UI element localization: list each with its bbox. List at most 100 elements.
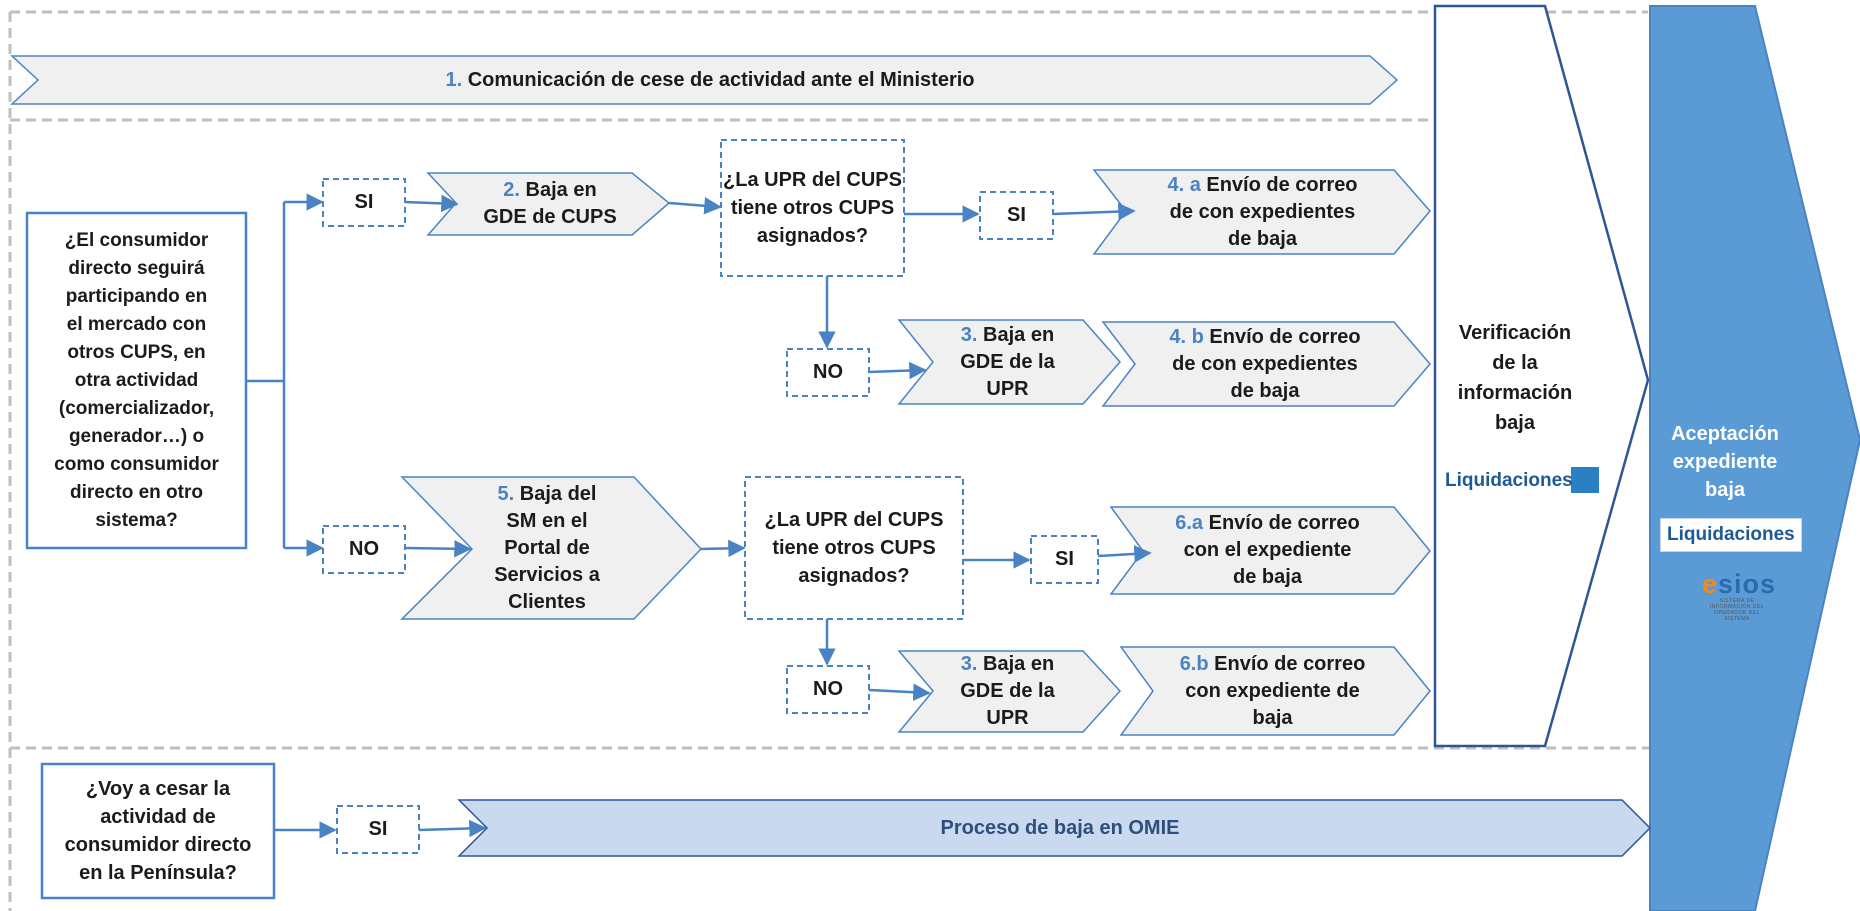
question-main-line: ¿El consumidor (64, 229, 209, 251)
question-cese-line: en la Península? (79, 862, 237, 884)
step3-bottom-shape (897, 650, 1122, 733)
question-main-line: otra actividad (74, 369, 199, 391)
step6a-number: 6.a (1175, 512, 1204, 534)
verification-line: Verificación (1458, 322, 1572, 344)
liquidaciones-logo-text: Liquidaciones (1445, 470, 1573, 491)
question-upr-line: tiene otros CUPS (730, 197, 895, 219)
acceptance-line: expediente (1672, 451, 1778, 473)
step6a-line1: Envío de correo (1208, 512, 1360, 534)
decision-si-4: SI (368, 818, 388, 840)
decision-box-si-3 (1030, 535, 1099, 584)
step6a-label: 6.a Envío de correo con el expediente de b… (1140, 507, 1395, 594)
verification-line: baja (1494, 412, 1535, 434)
step6b-line2: con expediente de (1185, 679, 1360, 702)
top-process-arrow (10, 55, 1399, 105)
step2-number: 2. (503, 179, 520, 201)
step6b-shape (1119, 646, 1431, 736)
question-main-box (25, 211, 248, 550)
step4b-line3: de baja (1230, 379, 1300, 402)
esios-logo-word: esios (1702, 569, 1777, 599)
step5-line3: Portal de (504, 536, 590, 559)
esios-logo: esios SISTEMA DE INFORMACIÓN DEL OPERADO… (1702, 569, 1777, 623)
step4a-line1: Envío de correo (1206, 173, 1358, 196)
acceptance-line: baja (1704, 479, 1746, 501)
section-dividers (8, 10, 1650, 911)
step6a-line2: con el expediente (1183, 539, 1352, 561)
decision-box-si-1 (322, 178, 406, 227)
step2-line1: Baja en (525, 179, 597, 201)
top-process-number: 1. (445, 68, 463, 91)
step5-shape (400, 476, 703, 620)
question-upr-line: ¿La UPR del CUPS (723, 169, 902, 191)
question-main-line: directo en otro (69, 481, 203, 503)
question-upr-line: ¿La UPR del CUPS (764, 509, 944, 531)
verification-shape (1433, 4, 1650, 748)
question-main-line: directo seguirá (68, 257, 205, 279)
question-main-line: como consumidor (54, 453, 219, 475)
step4a-number: 4. a (1167, 173, 1201, 196)
upr-question-box-2 (744, 476, 964, 620)
acceptance-label: Aceptación expediente baja (1660, 418, 1790, 506)
step3-bottom-line1: Baja en (983, 653, 1055, 675)
liquidaciones-logo-text: Liquidaciones (1667, 524, 1795, 545)
process-chevrons (400, 169, 1431, 736)
decision-si-1: SI (354, 191, 374, 213)
question-upr-line: tiene otros CUPS (772, 537, 936, 559)
top-process-text: Comunicación de cese de actividad ante e… (467, 68, 975, 91)
decision-no-1: NO (349, 538, 379, 560)
step4a-line3: de baja (1228, 227, 1297, 250)
step4a-line2: de con expedientes (1169, 200, 1356, 223)
upr-question-box-1 (720, 139, 905, 277)
question-upr-2: ¿La UPR del CUPS tiene otros CUPS asignado… (747, 479, 961, 617)
decision-box-no-3 (786, 665, 870, 714)
question-main-line: (comercializador, (58, 397, 215, 419)
question-upr-1: ¿La UPR del CUPS tiene otros CUPS asignado… (723, 142, 902, 274)
step2-line2: GDE de CUPS (483, 206, 617, 228)
question-upr-line: asignados? (756, 225, 869, 247)
decision-box-no-1 (322, 525, 406, 574)
acceptance-line: Aceptación (1671, 423, 1779, 445)
acceptance-shape (1649, 5, 1860, 911)
step5-line2: SM en el (506, 509, 588, 532)
decision-boxes (322, 178, 1099, 854)
step2-label: 2. Baja en GDE de CUPS (470, 175, 630, 233)
question-main-line: participando en (65, 285, 208, 307)
question-main-line: otros CUPS, en (67, 341, 206, 363)
question-cese-line: consumidor directo (64, 834, 252, 856)
step6a-line3: de baja (1233, 566, 1302, 588)
liquidaciones-logo-acceptance: Liquidaciones (1660, 518, 1802, 552)
step3-bottom-label: 3. Baja en GDE de la UPR (930, 651, 1085, 732)
step6b-line1: Envío de correo (1214, 652, 1366, 675)
question-cese: ¿Voy a cesar la actividad de consumidor di… (44, 766, 272, 896)
step6b-line3: baja (1252, 706, 1293, 729)
decision-no-3: NO (813, 678, 843, 700)
main-branch-lines (246, 193, 324, 557)
step5-line4: Servicios a (494, 563, 600, 586)
question-main-line: generador…) o (68, 425, 205, 447)
step4a-label: 4. a Envío de correo de con expedientes de… (1130, 170, 1395, 254)
question-cese-line: actividad de (100, 806, 216, 828)
question-upr-line: asignados? (798, 565, 910, 587)
step5-line5: Clientes (508, 590, 586, 613)
step3-top-line2: GDE de la (960, 350, 1055, 373)
esios-logo-subtitle: SISTEMA DE INFORMACIÓN DEL OPERADOR DEL … (1709, 598, 1765, 622)
step4b-shape (1101, 321, 1431, 407)
step3-bottom-line2: GDE de la (960, 680, 1055, 702)
decision-si-2: SI (1007, 204, 1026, 226)
question-main-line: sistema? (95, 509, 178, 531)
connector-arrows (274, 194, 1152, 839)
omie-arrow (457, 799, 1652, 857)
step3-bottom-line3: UPR (986, 707, 1029, 729)
decision-no-2: NO (813, 361, 843, 383)
question-cese-line: ¿Voy a cesar la (85, 778, 231, 800)
step4b-line1: Envío de correo (1209, 325, 1361, 348)
step3-bottom-number: 3. (960, 653, 978, 675)
step5-number: 5. (497, 482, 515, 505)
step3-top-number: 3. (960, 323, 978, 346)
